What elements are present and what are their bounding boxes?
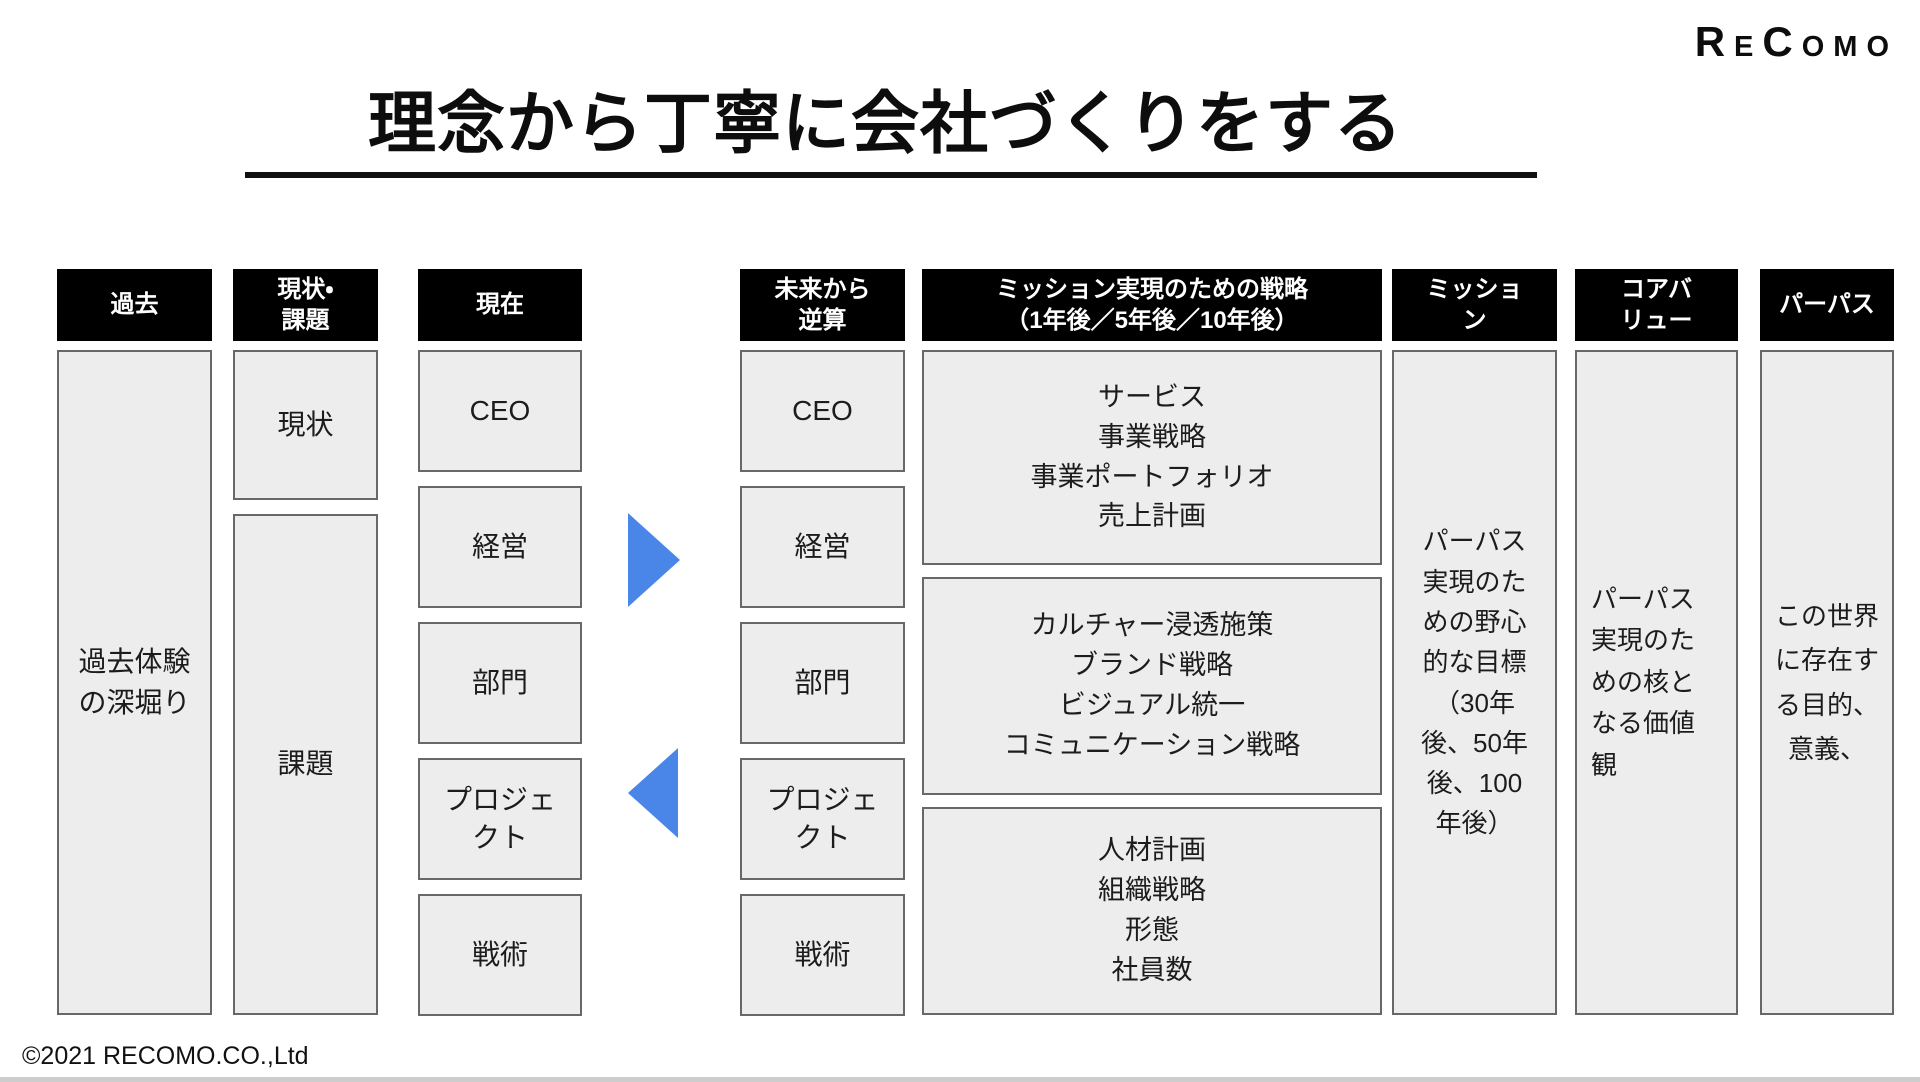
column-header-mission: ミッショ ン <box>1392 269 1557 341</box>
box-present-tactics: 戦術 <box>418 894 582 1016</box>
box-present-department: 部門 <box>418 622 582 744</box>
recomo-logo: ReComo <box>1694 18 1898 65</box>
slide-title: 理念から丁寧に会社づくりをする <box>368 86 1404 162</box>
box-strategy-organization: 人材計画 組織戦略 形態 社員数 <box>922 807 1382 1015</box>
arrow-right-icon <box>628 513 680 607</box>
box-strategy-business: サービス 事業戦略 事業ポートフォリオ 売上計画 <box>922 350 1382 565</box>
column-header-strategy: ミッション実現のための戦略 （1年後／5年後／10年後） <box>922 269 1382 341</box>
box-future-ceo: CEO <box>740 350 905 472</box>
column-header-present: 現在 <box>418 269 582 341</box>
box-future-tactics: 戦術 <box>740 894 905 1016</box>
box-present-management: 経営 <box>418 486 582 608</box>
column-header-future: 未来から 逆算 <box>740 269 905 341</box>
box-core-value-body: パーパス 実現のた めの核と なる価値 観 <box>1575 350 1738 1015</box>
bottom-edge-strip <box>0 1077 1920 1082</box>
title-underline <box>245 172 1537 178</box>
box-strategy-culture: カルチャー浸透施策 ブランド戦略 ビジュアル統一 コミュニケーション戦略 <box>922 577 1382 795</box>
box-mission-body: パーパス 実現のた めの野心 的な目標 （30年 後、50年 後、100 年後） <box>1392 350 1557 1015</box>
box-issues: 課題 <box>233 514 378 1015</box>
box-present-project: プロジェ クト <box>418 758 582 880</box>
column-header-past: 過去 <box>57 269 212 341</box>
column-header-current-issues: 現状・ 課題 <box>233 269 378 341</box>
box-future-department: 部門 <box>740 622 905 744</box>
box-current: 現状 <box>233 350 378 500</box>
copyright: ©2021 RECOMO.CO.,Ltd <box>22 1042 309 1070</box>
column-header-core-value: コアバ リュー <box>1575 269 1738 341</box>
box-past-body: 過去体験 の深堀り <box>57 350 212 1015</box>
box-purpose-body: この世界 に存在す る目的、 意義、 <box>1760 350 1894 1015</box>
arrow-left-icon <box>628 748 678 838</box>
box-future-management: 経営 <box>740 486 905 608</box>
box-present-ceo: CEO <box>418 350 582 472</box>
column-header-purpose: パーパス <box>1760 269 1894 341</box>
box-future-project: プロジェ クト <box>740 758 905 880</box>
